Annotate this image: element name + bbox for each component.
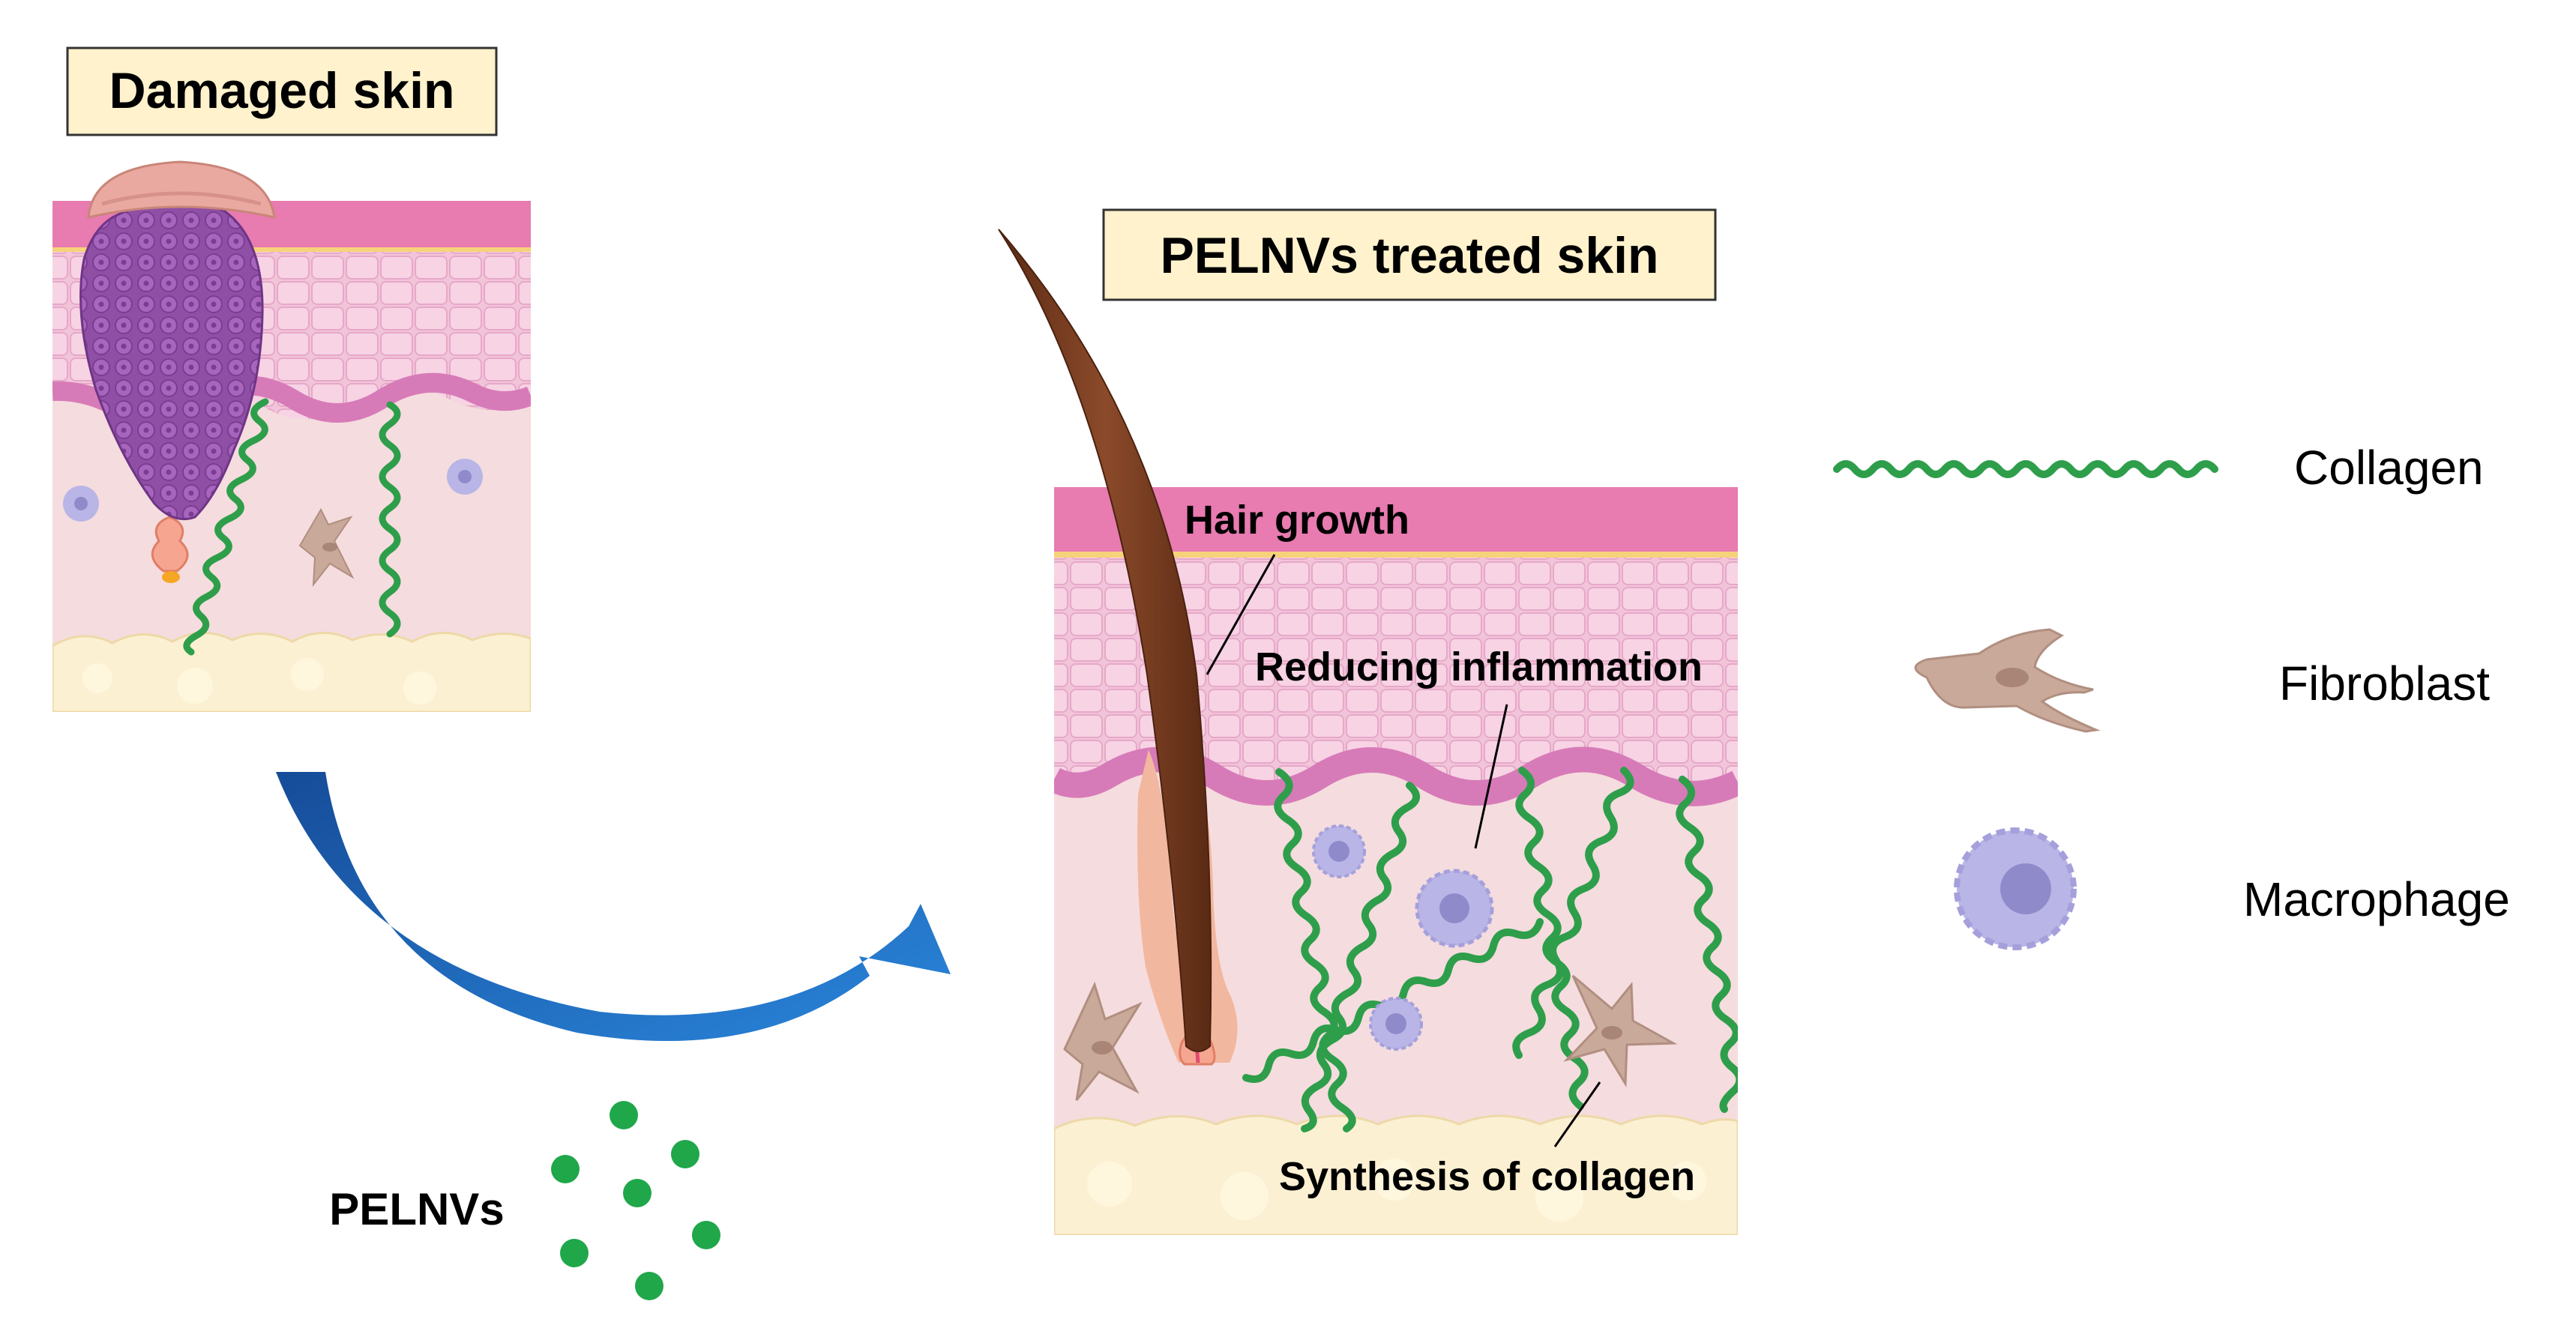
treated-skin-title: PELNVs treated skin <box>1102 208 1717 301</box>
pelnvs-particles: PELNVs <box>329 1101 720 1300</box>
fibroblast-cell <box>1063 981 1143 1101</box>
legend: Collagen Fibroblast Macrophage <box>1833 441 2510 950</box>
legend-macrophage-label: Macrophage <box>2243 872 2510 926</box>
damaged-skin-panel <box>52 160 531 712</box>
macrophage-cell <box>1312 824 1366 878</box>
inflammation-leader <box>1474 704 1508 849</box>
macrophage-cell <box>1415 869 1494 948</box>
treated-skin-label: PELNVs treated skin <box>1160 227 1658 284</box>
collagen-synthesis-label: Synthesis of collagen <box>1279 1154 1695 1199</box>
damaged-skin-label: Damaged skin <box>109 62 454 119</box>
fibroblast-cell <box>1563 974 1678 1088</box>
treated-skin-panel <box>998 229 1738 1235</box>
legend-macrophage: Macrophage <box>1954 827 2510 950</box>
annotations: Hair growth Reducing inflammation Synthe… <box>1185 498 1703 1199</box>
legend-collagen-label: Collagen <box>2294 441 2484 495</box>
pelnvs-label: PELNVs <box>329 1184 504 1234</box>
hair-growth-leader <box>1206 554 1276 675</box>
damaged-skin-title: Damaged skin <box>66 46 498 136</box>
collagen-synthesis-leader <box>1553 1081 1601 1147</box>
legend-fibroblast-label: Fibroblast <box>2279 657 2490 710</box>
hair-growth-label: Hair growth <box>1185 498 1409 543</box>
transition-arrow <box>276 772 951 1042</box>
legend-fibroblast: Fibroblast <box>1914 628 2490 733</box>
legend-collagen: Collagen <box>1833 441 2484 495</box>
inflammation-label: Reducing inflammation <box>1255 645 1703 689</box>
macrophage-cell <box>1369 997 1423 1051</box>
